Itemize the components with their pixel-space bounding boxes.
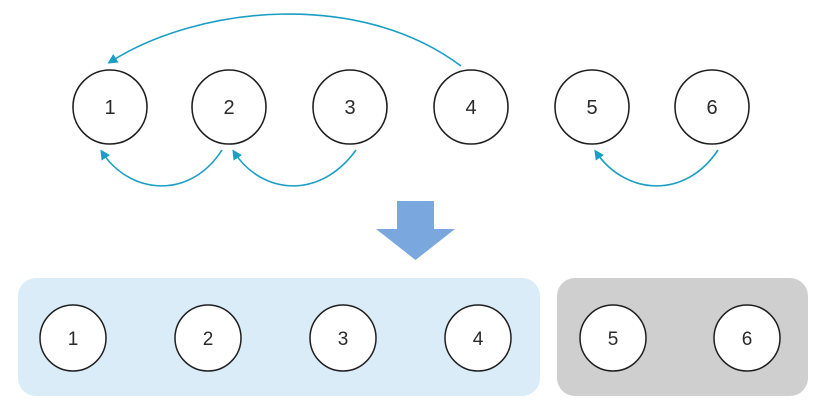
group-a-node-2: 2 bbox=[174, 304, 242, 372]
node-5: 5 bbox=[554, 69, 630, 145]
group-a-node-1-label: 1 bbox=[68, 329, 79, 350]
node-6: 6 bbox=[674, 69, 750, 145]
edge-2-to-1 bbox=[100, 149, 223, 187]
group-b-node-5: 5 bbox=[579, 304, 647, 372]
group-a-container bbox=[18, 278, 540, 396]
edge-4-to-1 bbox=[107, 13, 462, 67]
down-arrow-icon bbox=[376, 201, 455, 260]
node-2: 2 bbox=[191, 69, 267, 145]
group-a-node-3-label: 3 bbox=[338, 329, 349, 350]
node-6-label: 6 bbox=[706, 97, 717, 119]
group-b-node-6-label: 6 bbox=[742, 329, 753, 350]
group-b-node-5-label: 5 bbox=[608, 329, 619, 350]
node-3-label: 3 bbox=[344, 97, 355, 119]
group-a-node-4: 4 bbox=[444, 304, 512, 372]
group-a-node-4-label: 4 bbox=[473, 329, 484, 350]
node-4: 4 bbox=[433, 69, 509, 145]
group-b-node-6: 6 bbox=[713, 304, 781, 372]
group-a-node-1: 1 bbox=[39, 304, 107, 372]
node-5-label: 5 bbox=[586, 97, 597, 119]
node-4-label: 4 bbox=[465, 97, 476, 119]
node-2-label: 2 bbox=[223, 97, 234, 119]
edge-3-to-2 bbox=[232, 149, 357, 187]
group-a-node-2-label: 2 bbox=[203, 329, 214, 350]
group-a-node-3: 3 bbox=[309, 304, 377, 372]
node-1-label: 1 bbox=[104, 97, 115, 119]
node-3: 3 bbox=[312, 69, 388, 145]
node-1: 1 bbox=[72, 69, 148, 145]
edge-6-to-5 bbox=[594, 149, 719, 187]
